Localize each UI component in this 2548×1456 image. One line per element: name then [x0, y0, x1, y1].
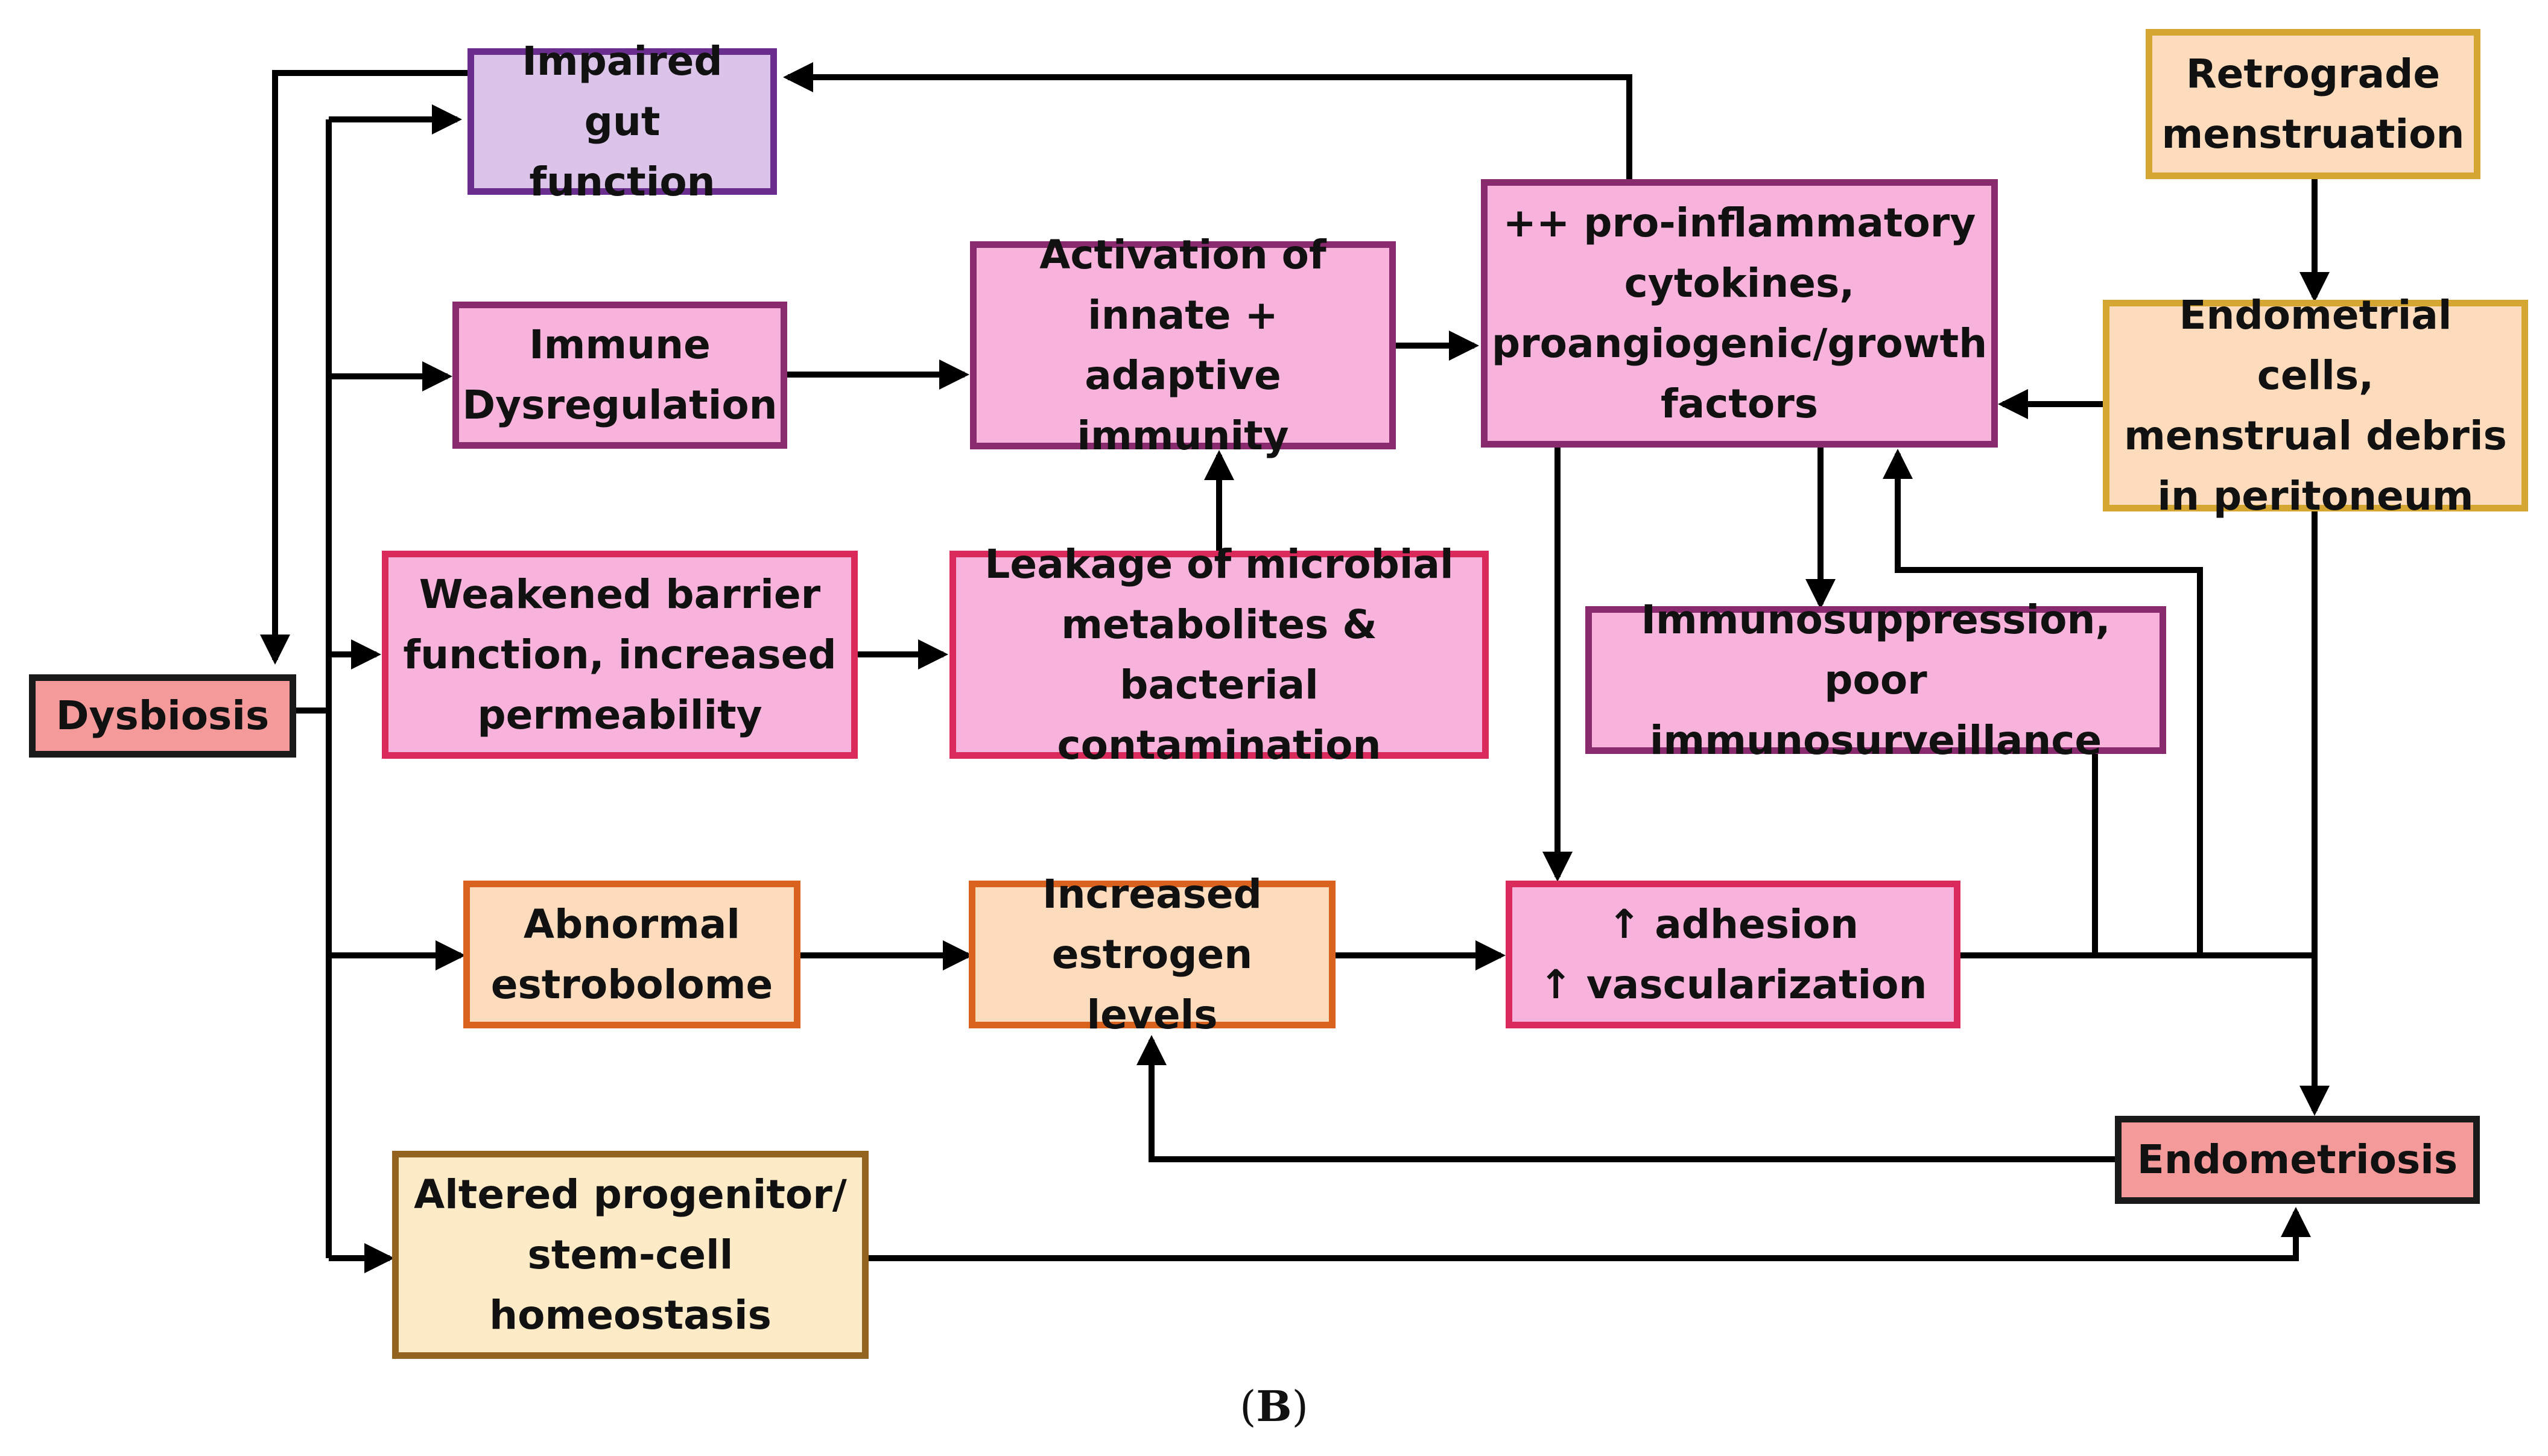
arrow-loop-to-cytokines	[1883, 448, 2203, 955]
figure-caption: (B)	[1240, 1381, 1308, 1431]
arrow-cytokines-to-gut	[782, 62, 1632, 182]
arrow-progenitor-to-endometriosis	[869, 1206, 2311, 1261]
node-endometriosis: Endometriosis	[2115, 1116, 2480, 1204]
node-adhesion-vascularization: ↑ adhesion↑ vascularization	[1506, 881, 1960, 1028]
node-immunosuppression: Immunosuppression,poor immunosurveillanc…	[1585, 597, 2166, 764]
arrow-gut-to-dysbiosis	[260, 70, 471, 665]
arrow-endometriosis-to-estrogen	[1136, 1034, 2119, 1162]
node-dysbiosis: Dysbiosis	[29, 674, 296, 758]
